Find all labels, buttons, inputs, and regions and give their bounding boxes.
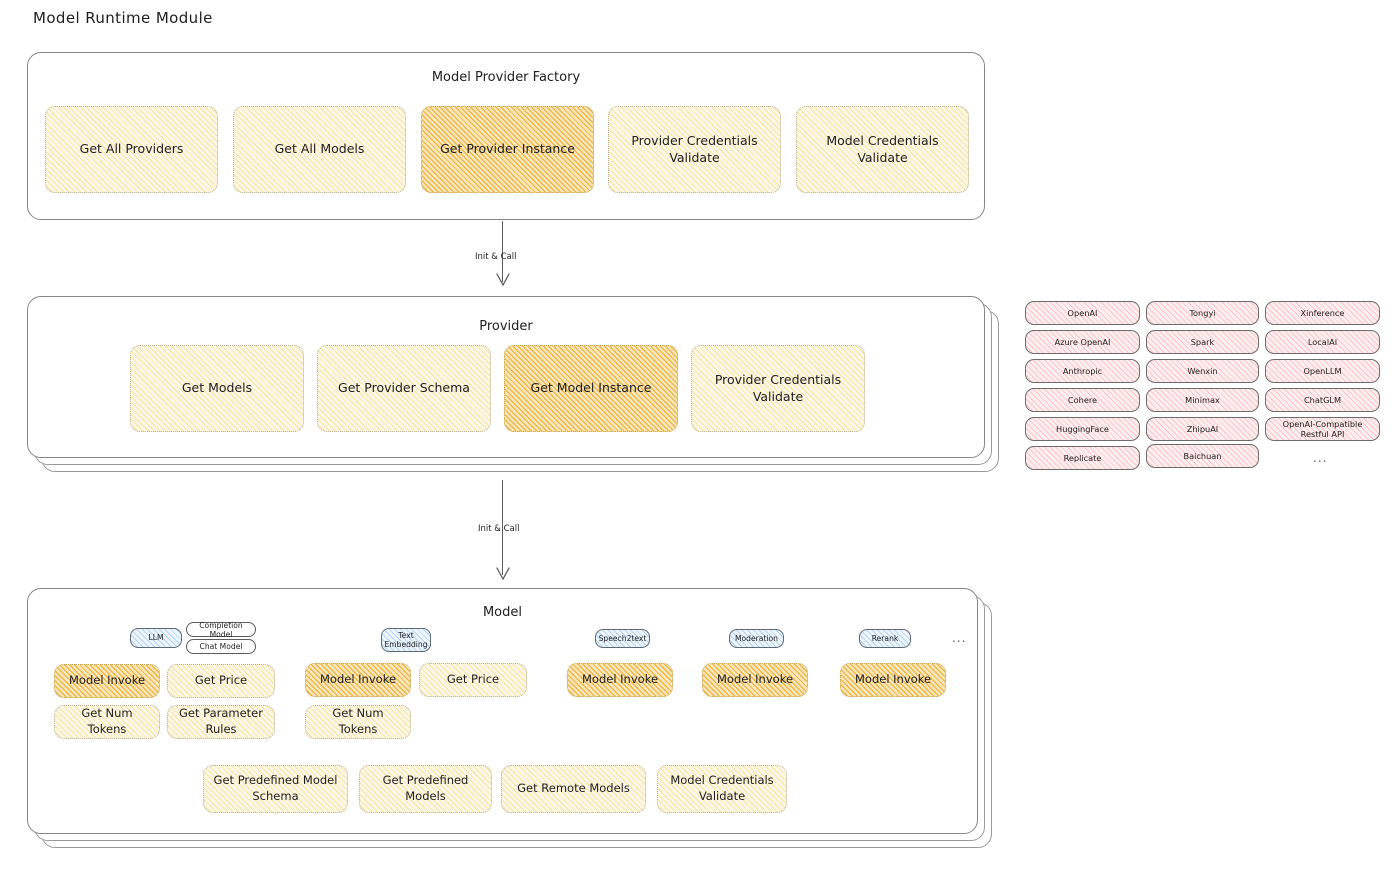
- llm-node-get-num-tokens[interactable]: Get Num Tokens: [54, 705, 160, 739]
- factory-node-provider-credentials-validate[interactable]: Provider Credentials Validate: [608, 106, 781, 193]
- provider-pill-anthropic[interactable]: Anthropic: [1025, 359, 1140, 383]
- text-embedding-node-model-invoke[interactable]: Model Invoke: [305, 663, 411, 697]
- provider-pill-replicate[interactable]: Replicate: [1025, 446, 1140, 470]
- provider-pill-minimax[interactable]: Minimax: [1146, 388, 1259, 412]
- model-node-get-remote-models[interactable]: Get Remote Models: [501, 765, 646, 813]
- provider-pill-tongyi[interactable]: Tongyi: [1146, 301, 1259, 325]
- factory-node-get-provider-instance[interactable]: Get Provider Instance: [421, 106, 594, 193]
- model-node-get-predefined-model-schema[interactable]: Get Predefined Model Schema: [203, 765, 348, 813]
- model-subtype-badge-completion-model[interactable]: Completion Model: [186, 621, 256, 639]
- provider-pill-openai[interactable]: OpenAI: [1025, 301, 1140, 325]
- provider-list: OpenAI Azure OpenAI Anthropic Cohere Hug…: [1025, 301, 1380, 473]
- connector-factory-to-provider-label: Init & Call: [475, 252, 517, 262]
- provider-title: Provider: [479, 319, 533, 334]
- provider-pill-azure-openai[interactable]: Azure OpenAI: [1025, 330, 1140, 354]
- text-embedding-node-get-num-tokens[interactable]: Get Num Tokens: [305, 705, 411, 739]
- provider-node-get-model-instance[interactable]: Get Model Instance: [504, 345, 678, 432]
- provider-node-get-provider-schema[interactable]: Get Provider Schema: [317, 345, 491, 432]
- provider-pill-cohere[interactable]: Cohere: [1025, 388, 1140, 412]
- provider-node-provider-credentials-validate[interactable]: Provider Credentials Validate: [691, 345, 865, 432]
- model-node-model-credentials-validate[interactable]: Model Credentials Validate: [657, 765, 787, 813]
- connector-factory-to-provider-arrow: [496, 273, 510, 287]
- provider-pill-localai[interactable]: LocalAI: [1265, 330, 1380, 354]
- provider-node-get-models[interactable]: Get Models: [130, 345, 304, 432]
- model-provider-factory-title: Model Provider Factory: [431, 70, 581, 85]
- model-type-badge-text-embedding[interactable]: Text Embedding: [381, 628, 431, 652]
- provider-list-more-ellipsis: ...: [1313, 451, 1328, 465]
- page-title: Model Runtime Module: [33, 9, 213, 27]
- connector-factory-to-provider-line: [502, 221, 504, 282]
- connector-provider-to-model-line: [502, 480, 504, 575]
- provider-pill-wenxin[interactable]: Wenxin: [1146, 359, 1259, 383]
- text-embedding-node-get-price[interactable]: Get Price: [419, 663, 527, 697]
- llm-node-get-price[interactable]: Get Price: [167, 664, 275, 698]
- speech2text-node-model-invoke[interactable]: Model Invoke: [567, 663, 673, 697]
- provider-pill-openai-compatible-restful-api[interactable]: OpenAI-Compatible Restful API: [1265, 417, 1380, 441]
- connector-provider-to-model-label: Init & Call: [478, 524, 520, 534]
- factory-node-model-credentials-validate[interactable]: Model Credentials Validate: [796, 106, 969, 193]
- llm-node-model-invoke[interactable]: Model Invoke: [54, 664, 160, 698]
- provider-pill-openllm[interactable]: OpenLLM: [1265, 359, 1380, 383]
- provider-pill-huggingface[interactable]: HuggingFace: [1025, 417, 1140, 441]
- model-type-badge-rerank[interactable]: Rerank: [859, 629, 911, 648]
- model-type-badge-llm[interactable]: LLM: [130, 628, 182, 648]
- moderation-node-model-invoke[interactable]: Model Invoke: [702, 663, 808, 697]
- factory-node-get-all-models[interactable]: Get All Models: [233, 106, 406, 193]
- model-title: Model: [482, 605, 523, 620]
- model-type-badge-moderation[interactable]: Moderation: [729, 629, 784, 648]
- model-types-more-ellipsis: ...: [952, 631, 967, 645]
- factory-node-get-all-providers[interactable]: Get All Providers: [45, 106, 218, 193]
- provider-pill-zhipuai[interactable]: ZhipuAI: [1146, 417, 1259, 441]
- model-node-get-predefined-models[interactable]: Get Predefined Models: [359, 765, 492, 813]
- llm-node-get-parameter-rules[interactable]: Get Parameter Rules: [167, 705, 275, 739]
- connector-provider-to-model-arrow: [496, 567, 510, 581]
- provider-pill-xinference[interactable]: Xinference: [1265, 301, 1380, 325]
- provider-pill-chatglm[interactable]: ChatGLM: [1265, 388, 1380, 412]
- model-subtype-badge-chat-model[interactable]: Chat Model: [186, 639, 256, 654]
- rerank-node-model-invoke[interactable]: Model Invoke: [840, 663, 946, 697]
- provider-pill-baichuan[interactable]: Baichuan: [1146, 444, 1259, 468]
- provider-pill-spark[interactable]: Spark: [1146, 330, 1259, 354]
- model-type-badge-speech2text[interactable]: Speech2text: [595, 629, 650, 648]
